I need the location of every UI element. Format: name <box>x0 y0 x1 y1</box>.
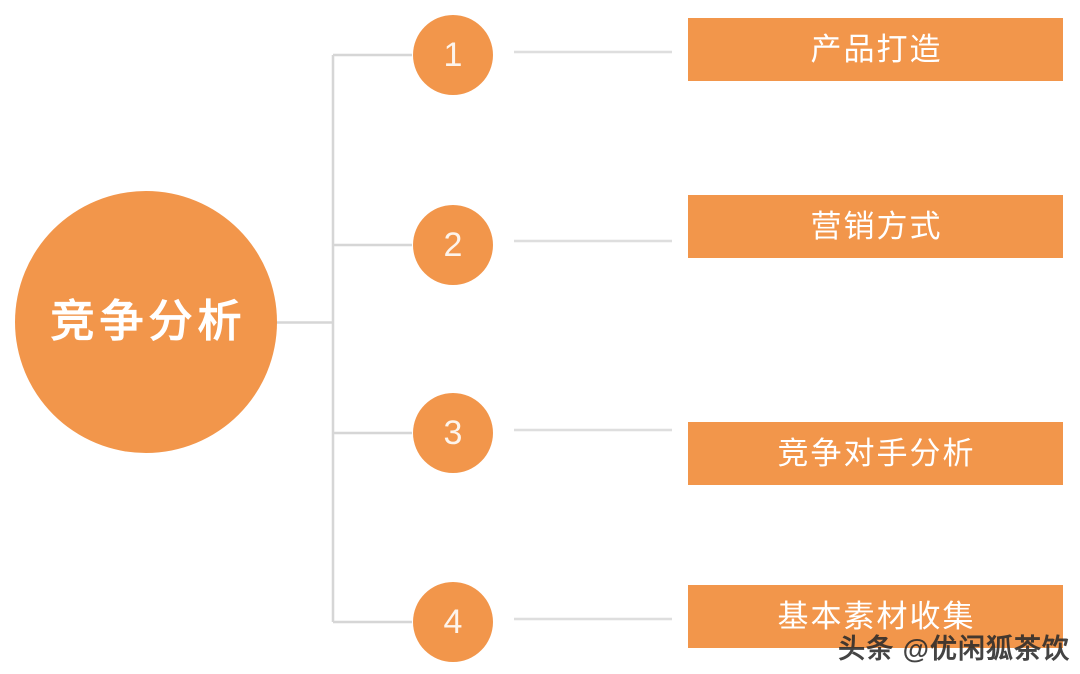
label-bar-4[interactable]: 基本素材收集 <box>688 585 1063 648</box>
label-bar-2[interactable]: 营销方式 <box>688 195 1063 258</box>
step-number-4: 4 <box>443 603 463 641</box>
root-node-label: 竞争分析 <box>50 297 247 346</box>
step-number-2: 2 <box>443 226 463 264</box>
label-bar-4-text: 基本素材收集 <box>777 599 976 634</box>
label-bar-3-text: 竞争对手分析 <box>777 436 976 471</box>
label-bar-2-text: 营销方式 <box>810 209 943 244</box>
watermark: 头条 @优闲狐茶饮 <box>838 634 1070 664</box>
label-bar-1[interactable]: 产品打造 <box>688 18 1063 81</box>
root-node-competitive-analysis[interactable]: 竞争分析 <box>15 191 277 453</box>
label-bar-1-text: 产品打造 <box>810 32 943 67</box>
step-circle-2[interactable]: 2 <box>413 205 493 285</box>
label-bar-3[interactable]: 竞争对手分析 <box>688 422 1063 485</box>
step-number-3: 3 <box>443 414 463 452</box>
step-number-1: 1 <box>443 36 463 74</box>
step-circle-3[interactable]: 3 <box>413 393 493 473</box>
step-circle-4[interactable]: 4 <box>413 582 493 662</box>
step-circle-1[interactable]: 1 <box>413 15 493 95</box>
